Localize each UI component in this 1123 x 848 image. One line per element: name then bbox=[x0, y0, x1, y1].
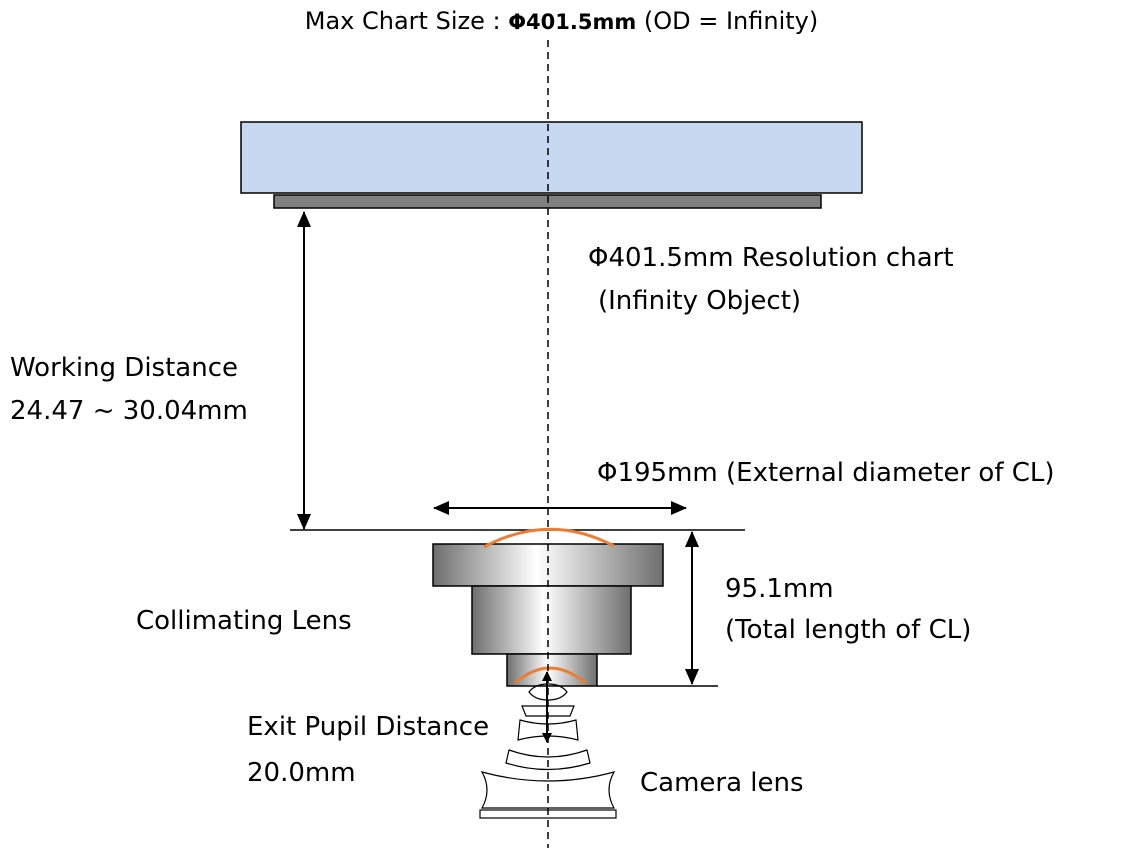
lens-middle-tier bbox=[471, 585, 632, 655]
resolution-chart bbox=[240, 121, 863, 194]
external-diameter-label: Φ195mm (External diameter of CL) bbox=[597, 458, 1055, 488]
title-prefix: Max Chart Size : bbox=[304, 7, 509, 35]
collimating-lens-label: Collimating Lens bbox=[136, 606, 352, 636]
camera-lens-element-3 bbox=[517, 719, 579, 741]
camera-lens-element-1 bbox=[528, 683, 568, 701]
lens-top-surface bbox=[483, 527, 615, 549]
camera-lens-label: Camera lens bbox=[640, 768, 804, 798]
title-suffix: (OD = Infinity) bbox=[636, 7, 819, 35]
lens-exit-surface bbox=[514, 666, 586, 685]
resolution-chart-sublabel: (Infinity Object) bbox=[598, 286, 802, 316]
max-chart-size-title: Max Chart Size : Φ401.5mm (OD = Infinity… bbox=[0, 4, 1123, 39]
camera-lens-element-5 bbox=[480, 771, 616, 809]
working-distance-label: Working Distance bbox=[10, 353, 238, 383]
working-distance-value: 24.47 ~ 30.04mm bbox=[10, 396, 248, 426]
collimating-lens bbox=[432, 527, 664, 687]
camera-lens-element-4 bbox=[505, 749, 591, 771]
camera-lens-element-2 bbox=[521, 705, 575, 717]
total-length-label: (Total length of CL) bbox=[725, 615, 972, 645]
total-length-value: 95.1mm bbox=[725, 574, 834, 604]
camera-lens bbox=[479, 683, 617, 819]
exit-pupil-value: 20.0mm bbox=[247, 758, 356, 788]
resolution-chart-label: Φ401.5mm Resolution chart bbox=[588, 243, 954, 273]
exit-pupil-label: Exit Pupil Distance bbox=[247, 712, 490, 742]
title-value: Φ401.5mm bbox=[508, 10, 637, 34]
